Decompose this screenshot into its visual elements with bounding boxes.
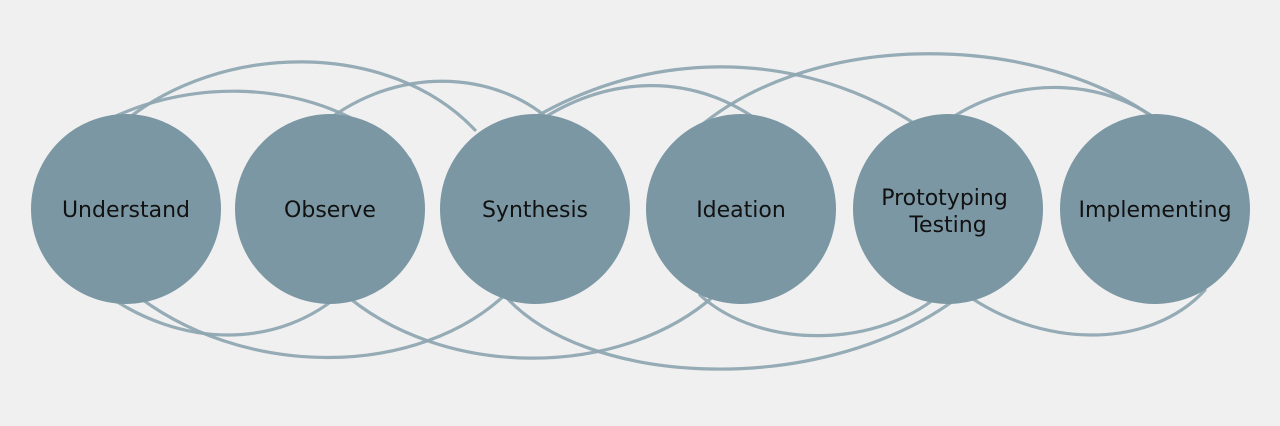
node-ideation-circle bbox=[646, 114, 836, 304]
node-ideation-label: Ideation bbox=[696, 198, 786, 223]
arc-upper-ideation-implementing bbox=[678, 52, 1177, 147]
node-observe-circle bbox=[235, 114, 425, 304]
arc-lower-synthesis-prototyping bbox=[498, 288, 967, 371]
node-ideation: Ideation bbox=[646, 114, 836, 304]
node-prototyping-testing-label: Prototyping Testing bbox=[881, 186, 1015, 238]
node-prototyping-testing-circle bbox=[853, 114, 1043, 304]
node-observe-label: Observe bbox=[284, 198, 376, 223]
node-synthesis-circle bbox=[440, 114, 630, 304]
node-synthesis: Synthesis bbox=[440, 114, 630, 304]
connector-arcs bbox=[58, 52, 1207, 371]
arc-lower-understand-observe bbox=[98, 288, 347, 337]
node-understand: Understand bbox=[31, 114, 221, 304]
node-prototyping-testing: Prototyping Testing bbox=[853, 114, 1043, 304]
node-implementing-label: Implementing bbox=[1078, 198, 1231, 223]
node-understand-label: Understand bbox=[62, 198, 190, 223]
arc-lower-prototyping-implementing bbox=[958, 288, 1207, 337]
arc-lower-understand-synthesis bbox=[128, 288, 512, 360]
arc-upper-observe-synthesis bbox=[308, 79, 557, 137]
arc-upper-synthesis-ideation bbox=[518, 84, 772, 137]
node-implementing: Implementing bbox=[1060, 114, 1250, 304]
node-implementing-circle bbox=[1060, 114, 1250, 304]
arc-lower-ideation-prototyping bbox=[698, 288, 947, 338]
arc-upper-understand-synthesis bbox=[118, 60, 477, 132]
node-observe: Observe bbox=[235, 114, 425, 304]
arc-lower-observe-ideation bbox=[338, 288, 717, 360]
node-understand-circle bbox=[31, 114, 221, 304]
node-synthesis-label: Synthesis bbox=[482, 198, 588, 223]
